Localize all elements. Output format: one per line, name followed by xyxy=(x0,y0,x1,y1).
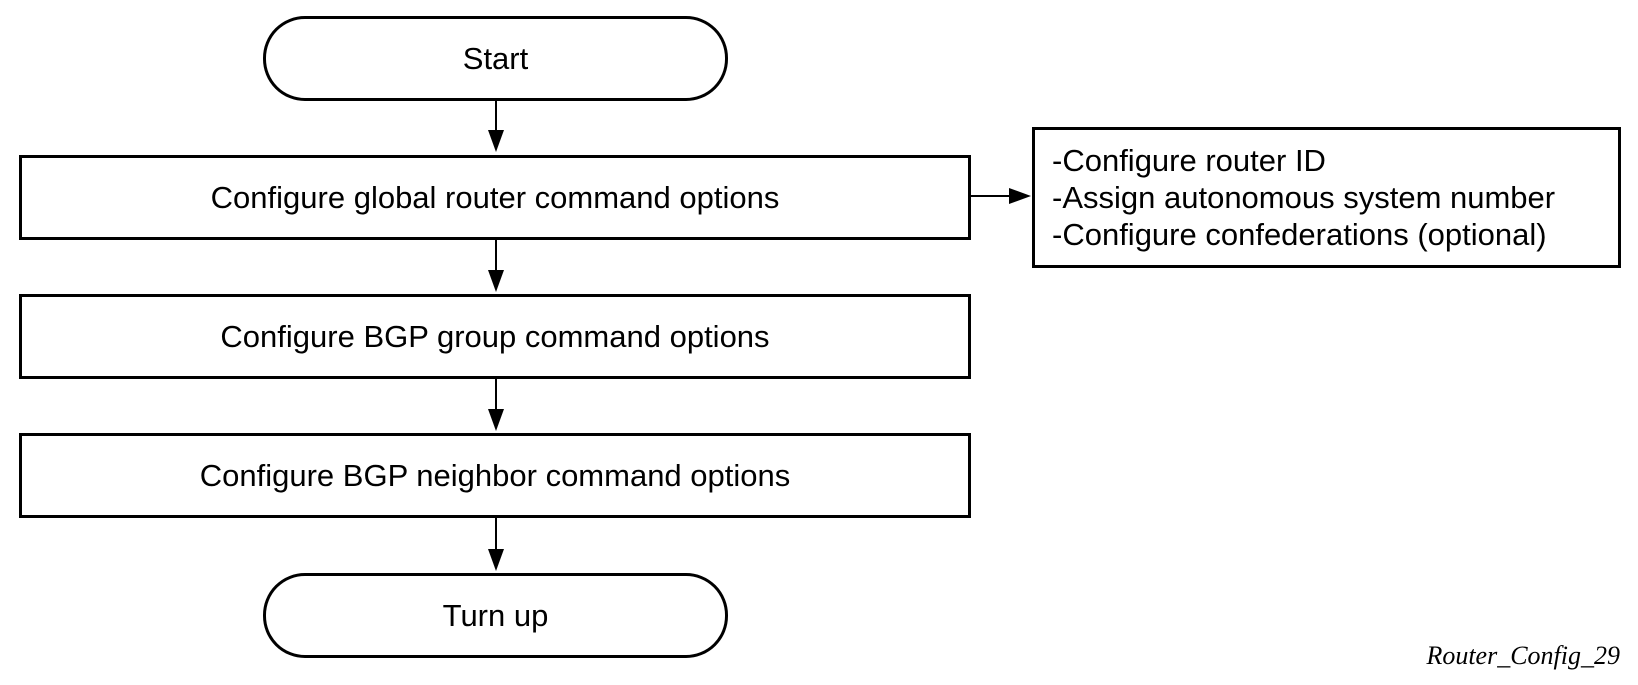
global-router-notes-box: -Configure router ID -Assign autonomous … xyxy=(1032,127,1621,268)
start-terminal: Start xyxy=(263,16,728,101)
arrow-global-to-notes xyxy=(970,188,1031,204)
end-label: Turn up xyxy=(442,597,549,633)
figure-identifier: Router_Config_29 xyxy=(1426,641,1620,670)
note-line-confederations: -Configure confederations (optional) xyxy=(1052,217,1547,252)
arrow-start-to-global xyxy=(488,101,504,152)
step-bgp-neighbor-label: Configure BGP neighbor command options xyxy=(199,457,791,493)
arrow-global-to-group xyxy=(488,240,504,292)
note-line-router-id: -Configure router ID xyxy=(1052,143,1326,178)
arrow-neighbor-to-end xyxy=(488,518,504,571)
start-label: Start xyxy=(462,40,529,76)
step-global-router-options: Configure global router command options xyxy=(19,155,971,240)
step-bgp-group-label: Configure BGP group command options xyxy=(220,318,770,354)
end-terminal: Turn up xyxy=(263,573,728,658)
note-line-as-number: -Assign autonomous system number xyxy=(1052,180,1556,215)
step-bgp-neighbor-options: Configure BGP neighbor command options xyxy=(19,433,971,518)
step-bgp-group-options: Configure BGP group command options xyxy=(19,294,971,379)
step-global-router-label: Configure global router command options xyxy=(210,179,780,215)
arrow-group-to-neighbor xyxy=(488,379,504,431)
